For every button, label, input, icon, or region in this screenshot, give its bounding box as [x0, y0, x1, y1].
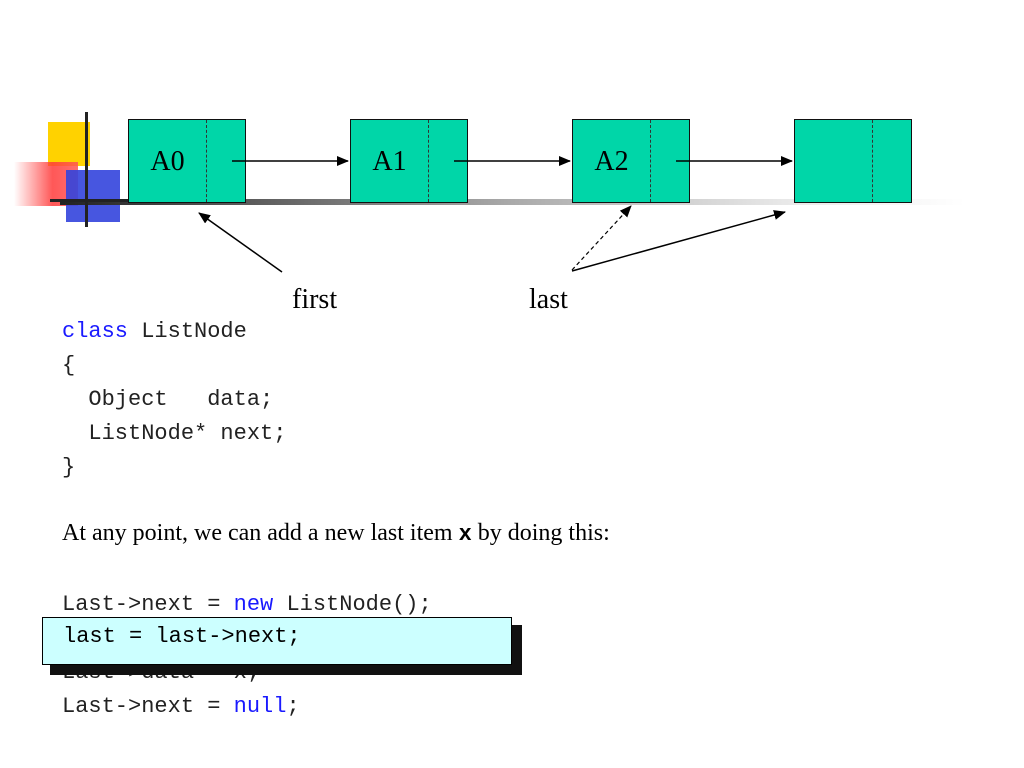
code-text: ListNode* next;	[62, 421, 287, 446]
prose-variable: x	[458, 522, 472, 547]
explanation-text: At any point, we can add a new last item…	[62, 520, 610, 547]
append-steps-code: Last->next = new ListNode(); Last->data …	[62, 588, 432, 724]
prose-before: At any point, we can add a new last item	[62, 520, 459, 546]
prose-after: by doing this:	[471, 520, 610, 546]
callout-code: last = last->next;	[63, 624, 301, 649]
last-new-pointer-arrow	[571, 210, 786, 272]
code-text: Last->next =	[62, 694, 234, 719]
list-node-a0: A0	[128, 119, 246, 203]
node-divider	[872, 120, 873, 202]
node-label: A1	[372, 146, 407, 177]
list-node-a1: A1	[350, 119, 468, 203]
title-rule	[60, 199, 965, 205]
first-pointer-arrow	[198, 212, 283, 273]
node-label	[795, 120, 872, 204]
logo-horizontal-line	[50, 199, 130, 202]
code-keyword: null	[233, 694, 287, 719]
code-text: Object data;	[62, 387, 274, 412]
first-pointer-label: first	[292, 284, 338, 315]
class-definition-code: class ListNode { Object data; ListNode* …	[62, 315, 286, 485]
logo-yellow-square	[48, 122, 90, 166]
code-text: Last->next =	[62, 592, 234, 617]
highlight-callout: last = last->next;	[42, 617, 512, 665]
node-label: A2	[594, 146, 629, 177]
code-keyword: class	[62, 319, 129, 344]
node-divider	[428, 120, 429, 202]
node-divider	[206, 120, 207, 202]
code-text: ListNode();	[273, 592, 432, 617]
code-keyword: new	[233, 592, 274, 617]
last-pointer-label: last	[529, 284, 568, 315]
last-old-pointer-arrow	[571, 205, 632, 271]
list-node-new	[794, 119, 912, 203]
code-text: ;	[286, 694, 300, 719]
code-text: }	[62, 455, 76, 480]
list-node-a2: A2	[572, 119, 690, 203]
logo-blue-square	[66, 170, 120, 222]
logo-vertical-line	[85, 112, 88, 227]
node-divider	[650, 120, 651, 202]
node-label: A0	[150, 146, 185, 177]
code-text: {	[62, 353, 76, 378]
code-text: ListNode	[128, 319, 247, 344]
